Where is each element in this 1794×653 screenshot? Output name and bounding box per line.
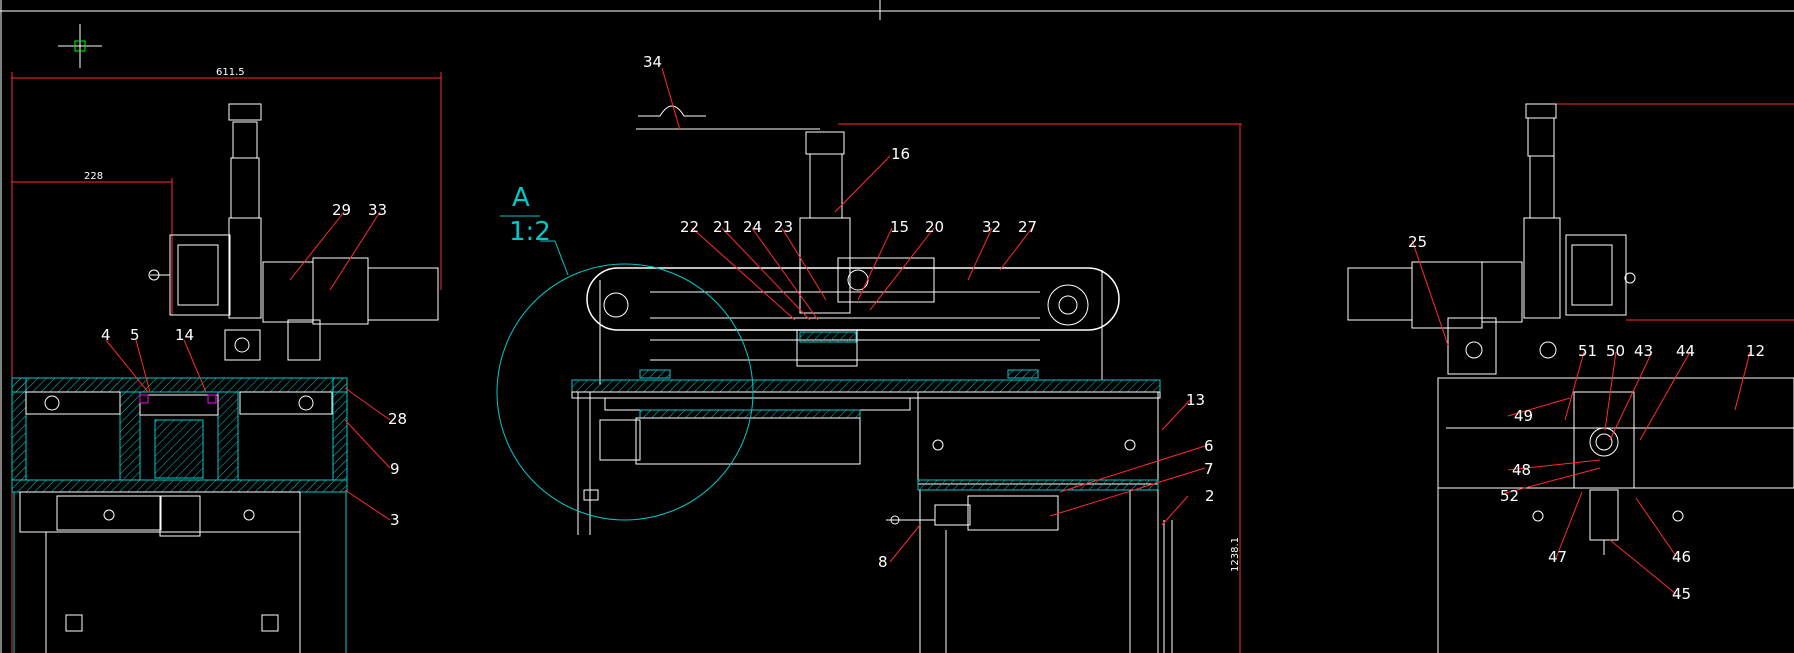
- part-label: 48: [1512, 461, 1531, 479]
- part-label: 28: [388, 410, 407, 428]
- part-label: 24: [743, 218, 762, 236]
- part-label: 34: [643, 53, 662, 71]
- dim-overall-width: 611.5: [216, 67, 245, 78]
- part-label: 47: [1548, 548, 1567, 566]
- part-label: 13: [1186, 391, 1205, 409]
- part-label: 2: [1205, 487, 1215, 505]
- part-label: 16: [891, 145, 910, 163]
- section-letter: A: [512, 183, 530, 213]
- part-label: 25: [1408, 233, 1427, 251]
- part-labels: 34 16 22 21 24 23 15 20 32 27 29 33 4 5 …: [101, 53, 1765, 603]
- part-label: 21: [713, 218, 732, 236]
- part-label: 29: [332, 201, 351, 219]
- section-detail-circle: [496, 263, 754, 521]
- part-label: 8: [878, 553, 888, 571]
- part-label: 4: [101, 326, 111, 344]
- part-label: 50: [1606, 342, 1625, 360]
- part-label: 9: [390, 460, 400, 478]
- part-label: 6: [1204, 437, 1214, 455]
- section-scale: 1:2: [509, 217, 551, 247]
- part-label: 51: [1578, 342, 1597, 360]
- part-label: 46: [1672, 548, 1691, 566]
- part-label: 32: [982, 218, 1001, 236]
- part-label: 52: [1500, 487, 1519, 505]
- part-label: 5: [130, 326, 140, 344]
- part-label: 27: [1018, 218, 1037, 236]
- leader-lines: [105, 67, 1751, 595]
- dim-offset: 228: [84, 171, 103, 182]
- part-label: 12: [1746, 342, 1765, 360]
- part-label: 15: [890, 218, 909, 236]
- ucs-crosshair-icon: [58, 24, 102, 68]
- part-label: 43: [1634, 342, 1653, 360]
- part-label: 20: [925, 218, 944, 236]
- part-label: 23: [774, 218, 793, 236]
- dim-height: 1238.1: [1230, 537, 1241, 572]
- part-label: 45: [1672, 585, 1691, 603]
- right-side-view: [1347, 103, 1794, 653]
- part-label: 22: [680, 218, 699, 236]
- part-label: 7: [1204, 460, 1214, 478]
- part-label: 49: [1514, 407, 1533, 425]
- part-label: 33: [368, 201, 387, 219]
- part-label: 3: [390, 511, 400, 529]
- part-label: 44: [1676, 342, 1695, 360]
- center-front-view: 1238.1: [496, 105, 1242, 653]
- part-label: 14: [175, 326, 194, 344]
- left-side-view: 611.5 228: [11, 67, 442, 653]
